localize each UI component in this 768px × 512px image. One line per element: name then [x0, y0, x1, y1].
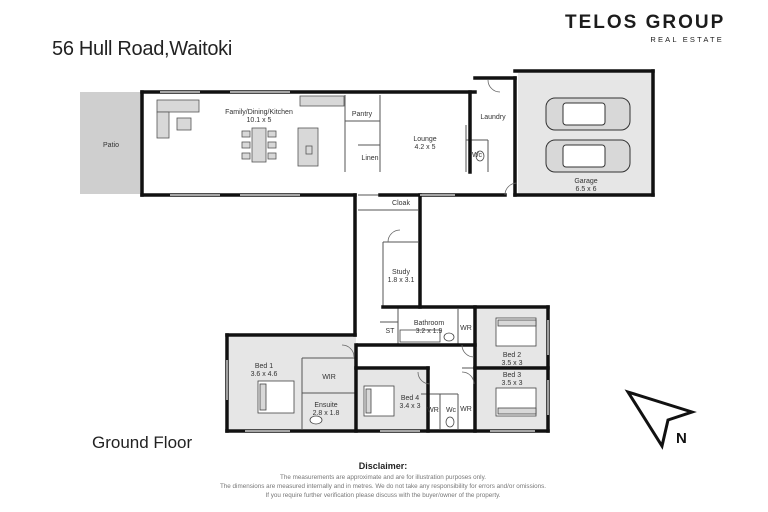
label-bed1-size: 3.6 x 4.6 — [251, 371, 278, 378]
label-linen: Linen — [361, 155, 378, 162]
windows — [160, 91, 549, 432]
sofa-icon — [156, 99, 200, 139]
kitchen-island-icon — [297, 95, 345, 167]
disclaimer-line: The measurements are approximate and are… — [279, 474, 487, 481]
label-bed4-name: Bed 4 — [401, 395, 419, 402]
label-family-name: Family/Dining/Kitchen — [225, 109, 293, 116]
label-study-name: Study — [392, 269, 410, 276]
label-ensuite-size: 2.8 x 1.8 — [313, 410, 340, 417]
label-bed1-name: Bed 1 — [255, 363, 273, 370]
brand-logo: TELOS GROUP REAL ESTATE — [565, 12, 730, 44]
label-garage-name: Garage — [574, 178, 597, 185]
property-address: 56 Hull Road,Waitoki — [52, 38, 233, 60]
label-bed2-size: 3.5 x 3 — [501, 360, 522, 367]
label-bed4-size: 3.4 x 3 — [399, 403, 420, 410]
bed-icon — [257, 317, 537, 417]
north-label: N — [676, 430, 687, 447]
bathroom-fixtures-icon — [309, 150, 485, 428]
label-bathroom-size: 3.2 x 1.9 — [416, 328, 443, 335]
label-bed2-name: Bed 2 — [503, 352, 521, 359]
label-wir: WIR — [322, 374, 336, 381]
logo-sub-text: REAL ESTATE — [650, 35, 724, 44]
label-garage-size: 6.5 x 6 — [575, 186, 596, 193]
dining-table-icon — [241, 127, 277, 163]
label-bed3-size: 3.5 x 3 — [501, 380, 522, 387]
label-wc-top: Wc — [472, 152, 483, 159]
logo-main-text: TELOS GROUP — [565, 12, 726, 33]
label-wr-bed4: WR — [427, 407, 439, 414]
label-patio: Patio — [103, 142, 119, 149]
label-wr-bed3: WR — [460, 406, 472, 413]
label-laundry: Laundry — [480, 114, 506, 121]
room-labels: Patio Family/Dining/Kitchen 10.1 x 5 Pan… — [103, 109, 598, 417]
label-bathroom-name: Bathroom — [414, 320, 445, 327]
north-arrow-icon: N — [624, 389, 697, 450]
label-ensuite-name: Ensuite — [314, 402, 337, 409]
label-wr-bed2: WR — [460, 325, 472, 332]
floor-label: Ground Floor — [92, 433, 193, 452]
disclaimer: Disclaimer: The measurements are approxi… — [150, 461, 616, 500]
label-wc-bottom: Wc — [446, 407, 457, 414]
disclaimer-title: Disclaimer: — [358, 461, 408, 471]
door-swings — [341, 79, 518, 385]
label-cloak: Cloak — [392, 200, 410, 207]
label-pantry: Pantry — [352, 111, 373, 118]
label-study-size: 1.8 x 3.1 — [388, 277, 415, 284]
label-family-size: 10.1 x 5 — [247, 117, 272, 124]
label-lounge-size: 4.2 x 5 — [414, 144, 435, 151]
label-lounge-name: Lounge — [413, 136, 436, 143]
garage-area — [518, 73, 652, 194]
disclaimer-line: If you require further verification plea… — [265, 492, 501, 499]
label-st: ST — [386, 328, 396, 335]
disclaimer-line: The dimensions are measured internally a… — [219, 483, 547, 490]
car-icon — [545, 97, 631, 173]
patio-area — [80, 92, 142, 194]
label-bed3-name: Bed 3 — [503, 372, 521, 379]
